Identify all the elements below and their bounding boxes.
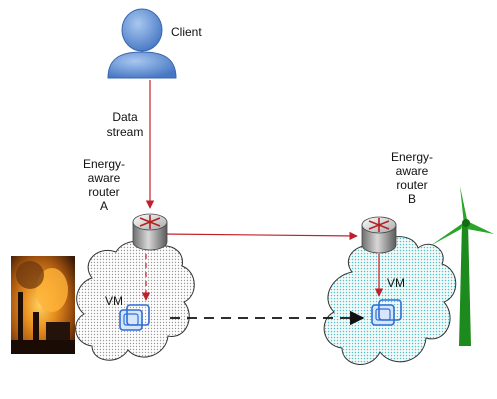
router-icon (361, 216, 397, 254)
factory-smoke-image (11, 256, 75, 354)
router-icon (132, 213, 168, 251)
data-stream-label-line1: Data (112, 110, 138, 124)
vm-icon (371, 299, 402, 326)
router-b-label-line1: Energy- (390, 150, 434, 164)
inter-router-link (161, 231, 358, 241)
router-a-label-line2: aware (87, 171, 121, 185)
router-a-label-line3: router (88, 185, 120, 199)
router-a-label-line1: Energy- (82, 157, 126, 171)
client-label: Client (171, 25, 202, 39)
wind-turbine-icon (430, 186, 494, 346)
person-icon (107, 8, 177, 79)
router-b-label-line3: router (396, 178, 428, 192)
vm-a-label: VM (105, 294, 123, 308)
vm-icon (119, 304, 150, 331)
cloud-a (75, 240, 195, 361)
router-b-label-line2: aware (395, 164, 429, 178)
data-stream-label-line2: stream (106, 125, 144, 139)
vm-b-label: VM (387, 276, 405, 290)
router-a-label-line4: A (99, 199, 108, 213)
router-b-label-line4: B (407, 192, 416, 206)
